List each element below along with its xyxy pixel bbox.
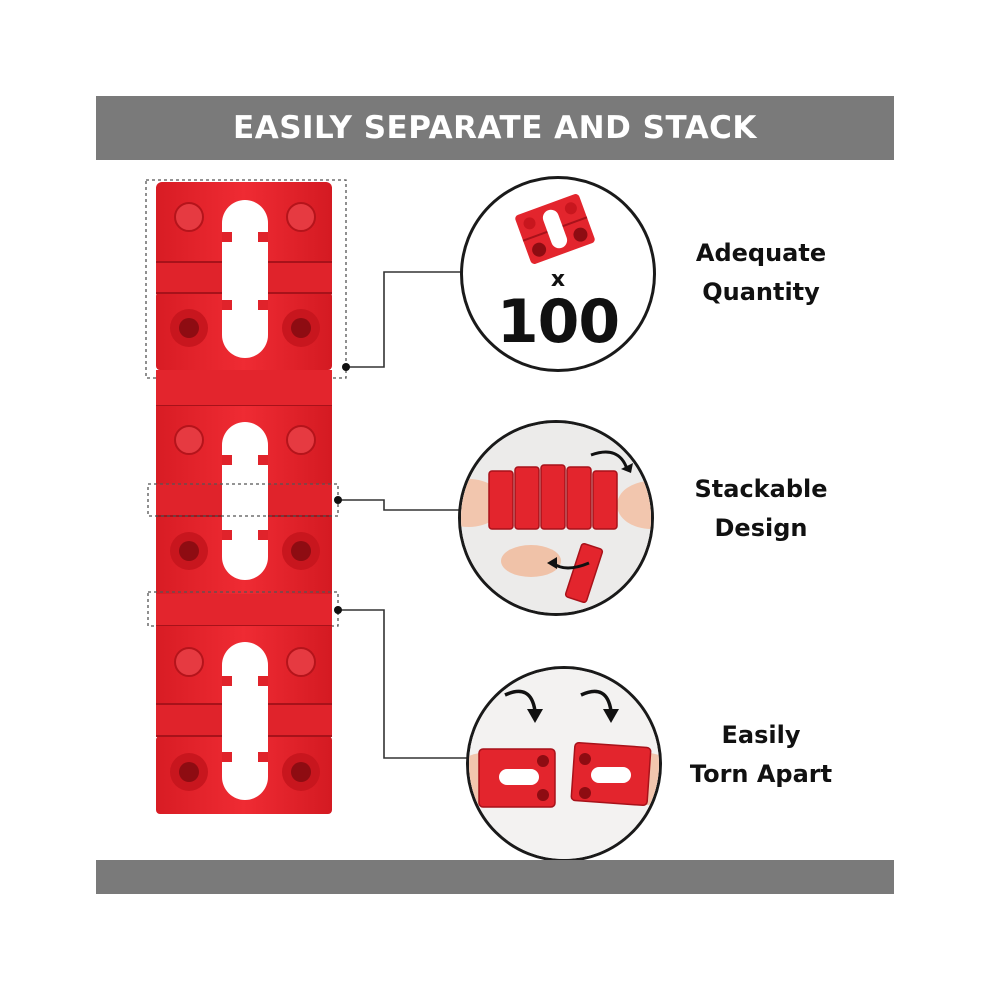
feature-quantity-line1: Adequate	[695, 239, 827, 267]
feature-stackable-line2: Design	[714, 514, 808, 542]
feature-tear-line2: Torn Apart	[689, 760, 833, 788]
footer-bar	[96, 860, 894, 894]
shim-bottom	[156, 626, 332, 814]
callout-dot-3	[334, 606, 342, 614]
shim-top	[156, 182, 332, 370]
callout-dot-2	[334, 496, 342, 504]
quantity-circle: x 100	[460, 176, 656, 372]
single-shim-icon	[515, 194, 595, 264]
quantity-count: 100	[496, 287, 620, 357]
feature-label-stackable: Stackable Design	[666, 470, 856, 548]
feature-label-quantity: Adequate Quantity	[666, 234, 856, 312]
callout-connectors	[338, 271, 470, 759]
shim-strip-2	[156, 594, 332, 626]
shim-strip-1	[156, 370, 332, 406]
quantity-multiplier: x	[550, 267, 566, 292]
callout-dot-1	[342, 363, 350, 371]
stackable-circle	[458, 420, 654, 616]
banner-title: EASILY SEPARATE AND STACK	[233, 110, 757, 146]
feature-tear-line1: Easily	[721, 721, 801, 749]
tear-apart-circle	[466, 666, 662, 862]
feature-stackable-line1: Stackable	[694, 475, 828, 503]
feature-quantity-line2: Quantity	[702, 278, 820, 306]
feature-label-tear-apart: Easily Torn Apart	[666, 716, 856, 794]
shim-middle	[156, 406, 332, 594]
header-banner: EASILY SEPARATE AND STACK	[96, 96, 894, 160]
stacking-photo	[461, 423, 651, 613]
tear-apart-photo	[469, 669, 659, 859]
